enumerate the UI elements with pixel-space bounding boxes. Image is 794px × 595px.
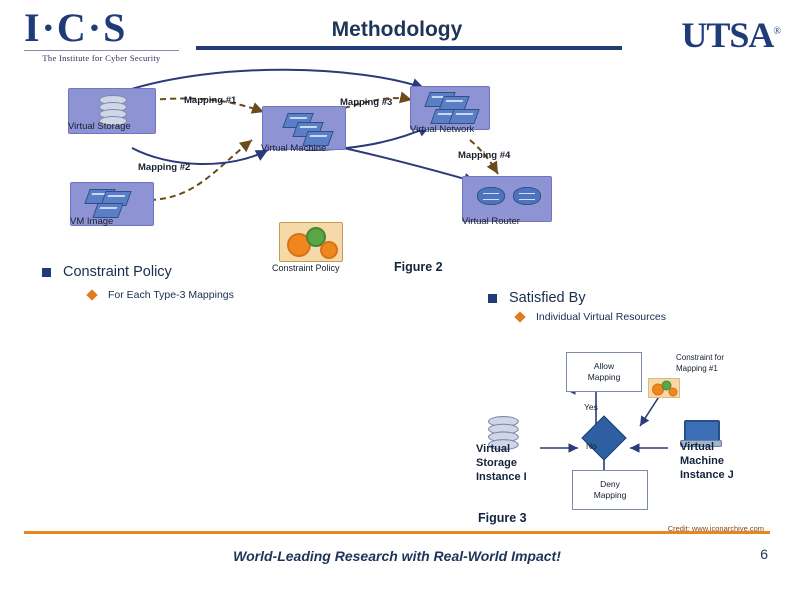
square-bullet-icon xyxy=(488,293,497,303)
utsa-logo: UTSA® xyxy=(681,14,781,56)
page-title: Methodology xyxy=(331,18,463,41)
yes-label: Yes xyxy=(584,402,598,412)
bullet-constraint-policy-sub: For Each Type-3 Mappings xyxy=(86,289,234,301)
allow-mapping-label: Allow Mapping xyxy=(587,361,621,382)
node-virtual-storage-label: Virtual Storage xyxy=(68,121,131,132)
edge-label-mapping-2: Mapping #2 xyxy=(138,162,191,173)
bullet-constraint-policy-sub-label: For Each Type-3 Mappings xyxy=(108,289,234,301)
gears-icon-small xyxy=(648,378,680,398)
ics-logo-wordmark: I·C·S xyxy=(24,5,128,50)
node-virtual-machine xyxy=(262,106,346,150)
ics-logo-subtitle: The Institute for Cyber Security xyxy=(24,50,179,63)
figure2-caption: Figure 2 xyxy=(394,260,443,274)
title-divider xyxy=(196,46,622,50)
deny-mapping-label: Deny Mapping xyxy=(593,479,627,500)
constraint-policy-gears-icon xyxy=(279,222,343,262)
footer-divider xyxy=(24,531,770,534)
utsa-registered-mark: ® xyxy=(773,26,781,37)
database-stack-icon-instance xyxy=(488,416,519,451)
edge-label-mapping-4: Mapping #4 xyxy=(458,150,511,161)
square-bullet-icon xyxy=(42,267,51,277)
bullet-satisfied-by: Satisfied By xyxy=(488,290,586,306)
router-icon xyxy=(513,187,541,205)
node-virtual-router-label: Virtual Router xyxy=(462,216,520,227)
footer-tagline: World-Leading Research with Real-World I… xyxy=(233,548,561,564)
node-virtual-network xyxy=(410,86,490,130)
bullet-satisfied-by-sub-label: Individual Virtual Resources xyxy=(536,311,666,323)
ics-logo: I·C·S The Institute for Cyber Security xyxy=(24,8,184,68)
edge-label-mapping-1: Mapping #1 xyxy=(184,95,237,106)
deny-mapping-box: Deny Mapping xyxy=(572,470,648,510)
diamond-bullet-icon xyxy=(514,311,526,323)
constraint-policy-icon-label: Constraint Policy xyxy=(272,263,340,273)
page-number: 6 xyxy=(760,546,768,562)
node-vm-image-label: VM Image xyxy=(70,216,114,227)
database-stack-icon xyxy=(99,95,127,126)
laptop-icon xyxy=(680,420,722,447)
constraint-for-mapping-label: Constraint for Mapping #1 xyxy=(676,353,725,373)
node-virtual-network-label: Virtual Network xyxy=(410,124,475,135)
node-virtual-machine-label: Virtual Machine xyxy=(261,143,327,154)
figure2-arrows xyxy=(121,68,499,201)
bullet-satisfied-by-sub: Individual Virtual Resources xyxy=(514,311,666,323)
bullet-constraint-policy-label: Constraint Policy xyxy=(63,264,172,280)
figure3-arrows xyxy=(540,385,668,485)
figure3-caption: Figure 3 xyxy=(478,511,527,525)
credit-note: Credit: www.iconarchive.com xyxy=(667,524,764,533)
virtual-storage-instance-label: Virtual Storage Instance I xyxy=(476,443,527,483)
bullet-satisfied-by-label: Satisfied By xyxy=(509,290,586,306)
allow-mapping-box: Allow Mapping xyxy=(566,352,642,392)
node-virtual-storage xyxy=(68,88,156,134)
node-vm-image xyxy=(70,182,154,226)
router-icon xyxy=(477,187,505,205)
diamond-bullet-icon xyxy=(86,289,98,301)
no-label: No xyxy=(586,441,597,451)
bullet-constraint-policy: Constraint Policy xyxy=(42,264,172,280)
edge-label-mapping-3: Mapping #3 xyxy=(340,97,393,108)
virtual-machine-instance-label: Virtual Machine Instance J xyxy=(680,441,734,481)
node-virtual-router xyxy=(462,176,552,222)
utsa-logo-text: UTSA xyxy=(681,15,774,55)
